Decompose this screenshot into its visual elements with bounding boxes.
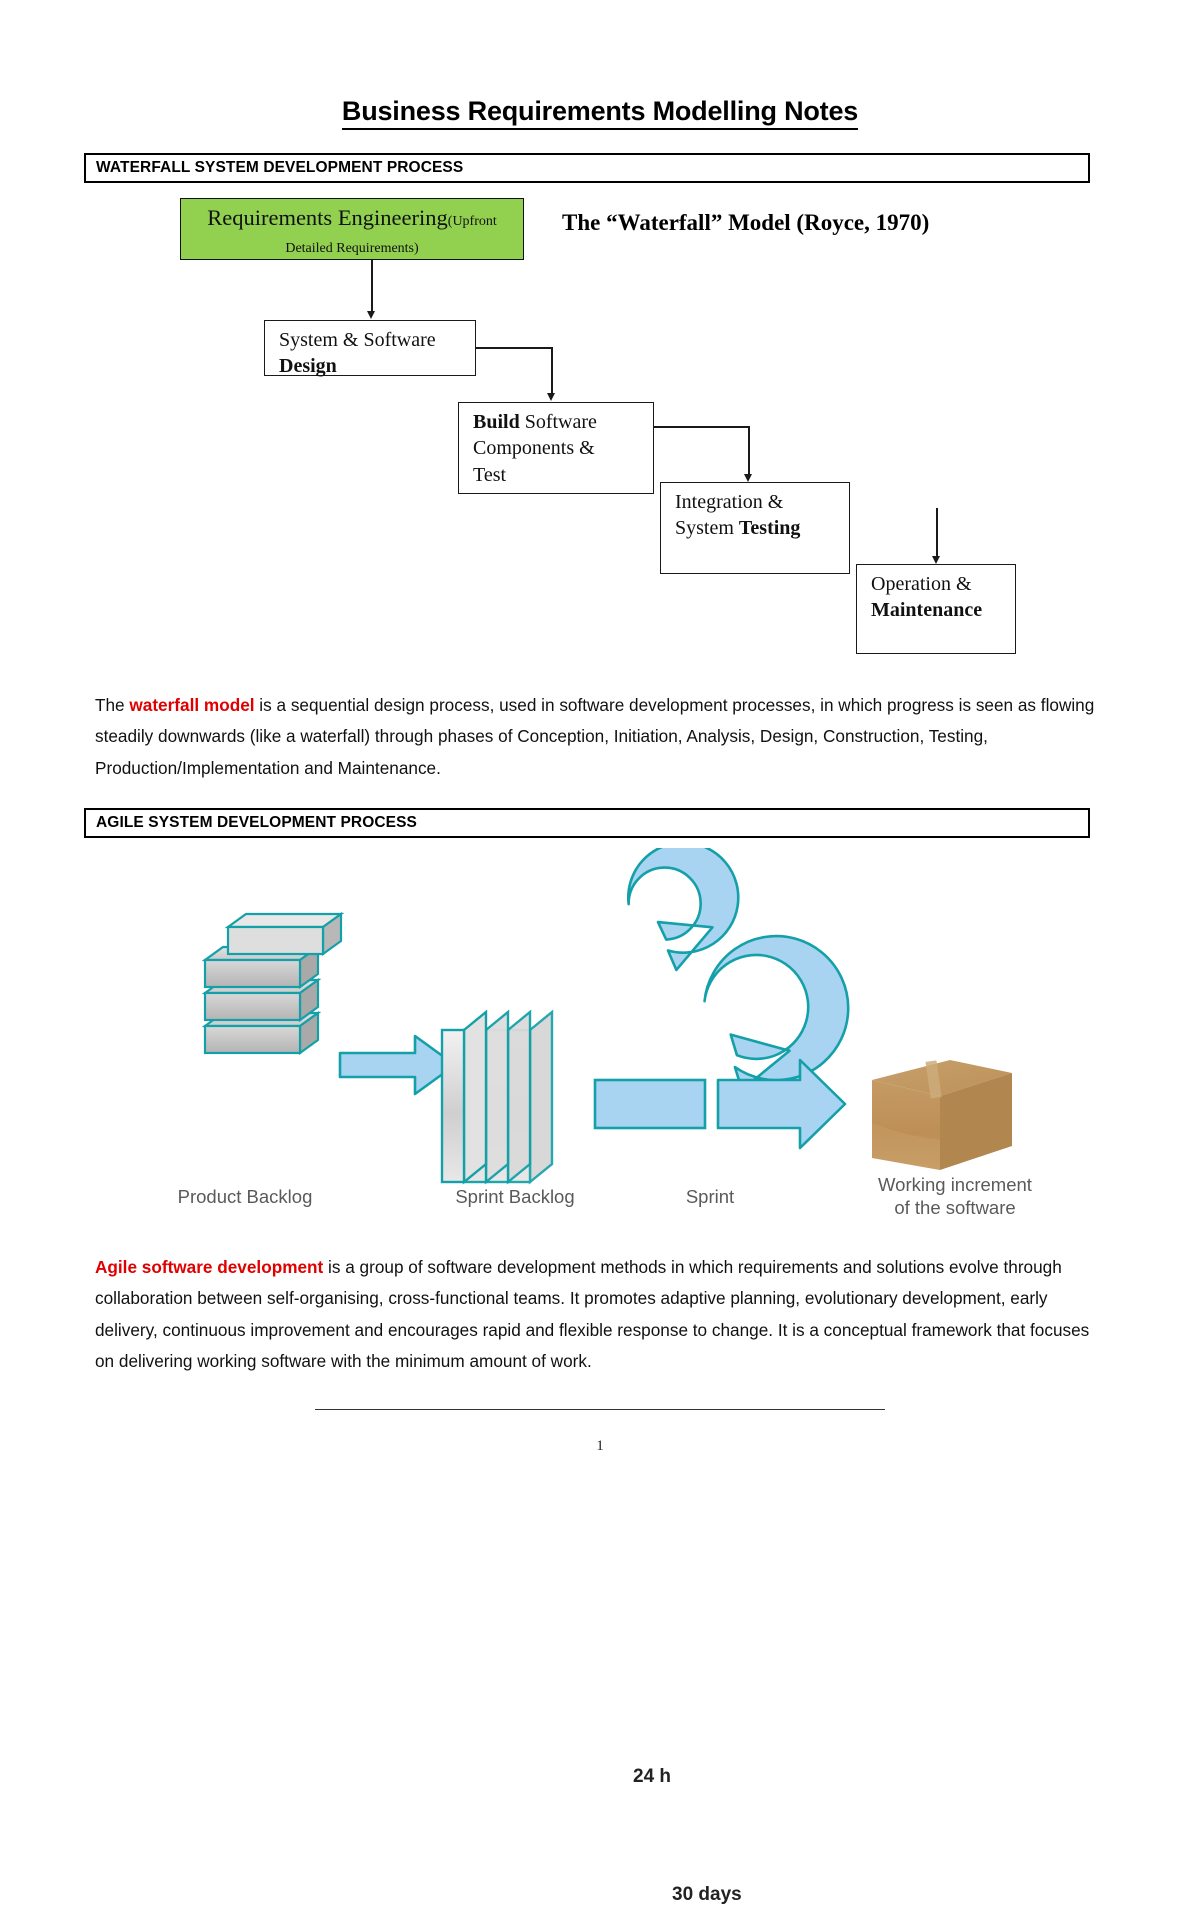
section-header-agile-label: AGILE SYSTEM DEVELOPMENT PROCESS — [96, 814, 417, 831]
paragraph-waterfall: The waterfall model is a sequential desi… — [95, 690, 1095, 784]
page-title: Business Requirements Modelling Notes — [0, 96, 1200, 130]
paragraph-agile-rest: is a group of software development metho… — [95, 1257, 1090, 1371]
paragraph-agile: Agile software development is a group of… — [95, 1252, 1095, 1377]
paragraph-waterfall-lead: The — [95, 695, 130, 715]
waterfall-box-integration-line2b: Testing — [738, 517, 801, 540]
waterfall-box-design-line2: Design — [279, 355, 337, 378]
waterfall-diagram-title: The “Waterfall” Model (Royce, 1970) — [562, 210, 930, 235]
connector-integration-to-operation-v — [936, 508, 938, 556]
waterfall-box-build-line3: Test — [473, 463, 507, 486]
working-increment-box-icon — [872, 1060, 1012, 1170]
document-page: Business Requirements Modelling Notes WA… — [0, 96, 1200, 1905]
section-header-waterfall: WATERFALL SYSTEM DEVELOPMENT PROCESS — [84, 153, 1090, 183]
label-working-increment: Working increment of the software — [835, 1173, 1075, 1219]
waterfall-box-design: System & Software Design — [264, 320, 476, 378]
section-header-waterfall-label: WATERFALL SYSTEM DEVELOPMENT PROCESS — [96, 159, 464, 176]
connector-requirements-to-design — [371, 260, 373, 312]
waterfall-box-requirements-sub: (Upfront Detailed Requirements) — [285, 214, 497, 256]
sprint-band — [593, 1078, 707, 1130]
paragraph-waterfall-highlight: waterfall model — [129, 695, 255, 715]
connector-design-to-build-v — [551, 347, 553, 394]
waterfall-box-design-line1: System & Software — [279, 329, 436, 351]
agile-scrum-diagram: 24 h 30 days — [0, 848, 1200, 1905]
waterfall-box-requirements: Requirements Engineering(Upfront Detaile… — [180, 198, 524, 260]
waterfall-box-build-line1b: Software — [524, 411, 597, 433]
cycle-30-days — [703, 934, 850, 1092]
agile-diagram-graphics — [201, 848, 1012, 1185]
footer-divider — [315, 1409, 885, 1410]
waterfall-box-operation-line2: Maintenance — [871, 599, 983, 622]
cycle-24-h — [626, 848, 740, 972]
connector-design-to-build-h — [476, 347, 552, 349]
arrow-product-to-sprint-backlog — [338, 1034, 457, 1096]
connector-build-to-integration-v — [748, 426, 750, 474]
waterfall-box-requirements-main: Requirements Engineering — [207, 205, 448, 230]
waterfall-box-integration-line2a: System — [675, 517, 739, 540]
waterfall-box-build: Build Software Components & Test — [458, 402, 654, 494]
label-product-backlog: Product Backlog — [177, 1186, 313, 1207]
cycle-label-30days: 30 days — [672, 1884, 742, 1905]
cycle-label-24h: 24 h — [633, 1766, 672, 1787]
page-title-text: Business Requirements Modelling Notes — [341, 96, 858, 130]
waterfall-box-build-line1a: Build — [473, 411, 520, 433]
waterfall-diagram: The “Waterfall” Model (Royce, 1970) Requ… — [0, 190, 1200, 670]
waterfall-box-operation: Operation & Maintenance — [856, 564, 1016, 654]
connector-build-to-integration-h — [654, 426, 749, 428]
label-working-increment-line2: of the software — [894, 1197, 1016, 1219]
arrowhead-design — [366, 311, 375, 319]
arrowhead-integration — [744, 474, 752, 482]
label-sprint-backlog: Sprint Backlog — [455, 1186, 575, 1207]
waterfall-box-integration-line1: Integration & — [675, 491, 784, 513]
arrowhead-operation — [932, 556, 940, 564]
waterfall-box-build-line2: Components & — [473, 437, 595, 460]
arrow-sprint-to-increment — [716, 1058, 847, 1150]
section-header-agile: AGILE SYSTEM DEVELOPMENT PROCESS — [84, 808, 1090, 838]
label-working-increment-line1: Working increment — [878, 1174, 1032, 1195]
paragraph-waterfall-rest: is a sequential design process, used in … — [95, 695, 1095, 778]
paragraph-agile-highlight: Agile software development — [95, 1257, 324, 1277]
footer-page-number: 1 — [596, 1438, 604, 1454]
arrowhead-build — [547, 393, 555, 401]
waterfall-box-operation-line1: Operation & — [871, 573, 972, 595]
waterfall-box-integration: Integration & System Testing — [660, 482, 850, 574]
sprint-backlog-icon — [440, 1009, 554, 1185]
product-backlog-icon — [201, 911, 345, 1056]
label-sprint: Sprint — [685, 1186, 735, 1207]
